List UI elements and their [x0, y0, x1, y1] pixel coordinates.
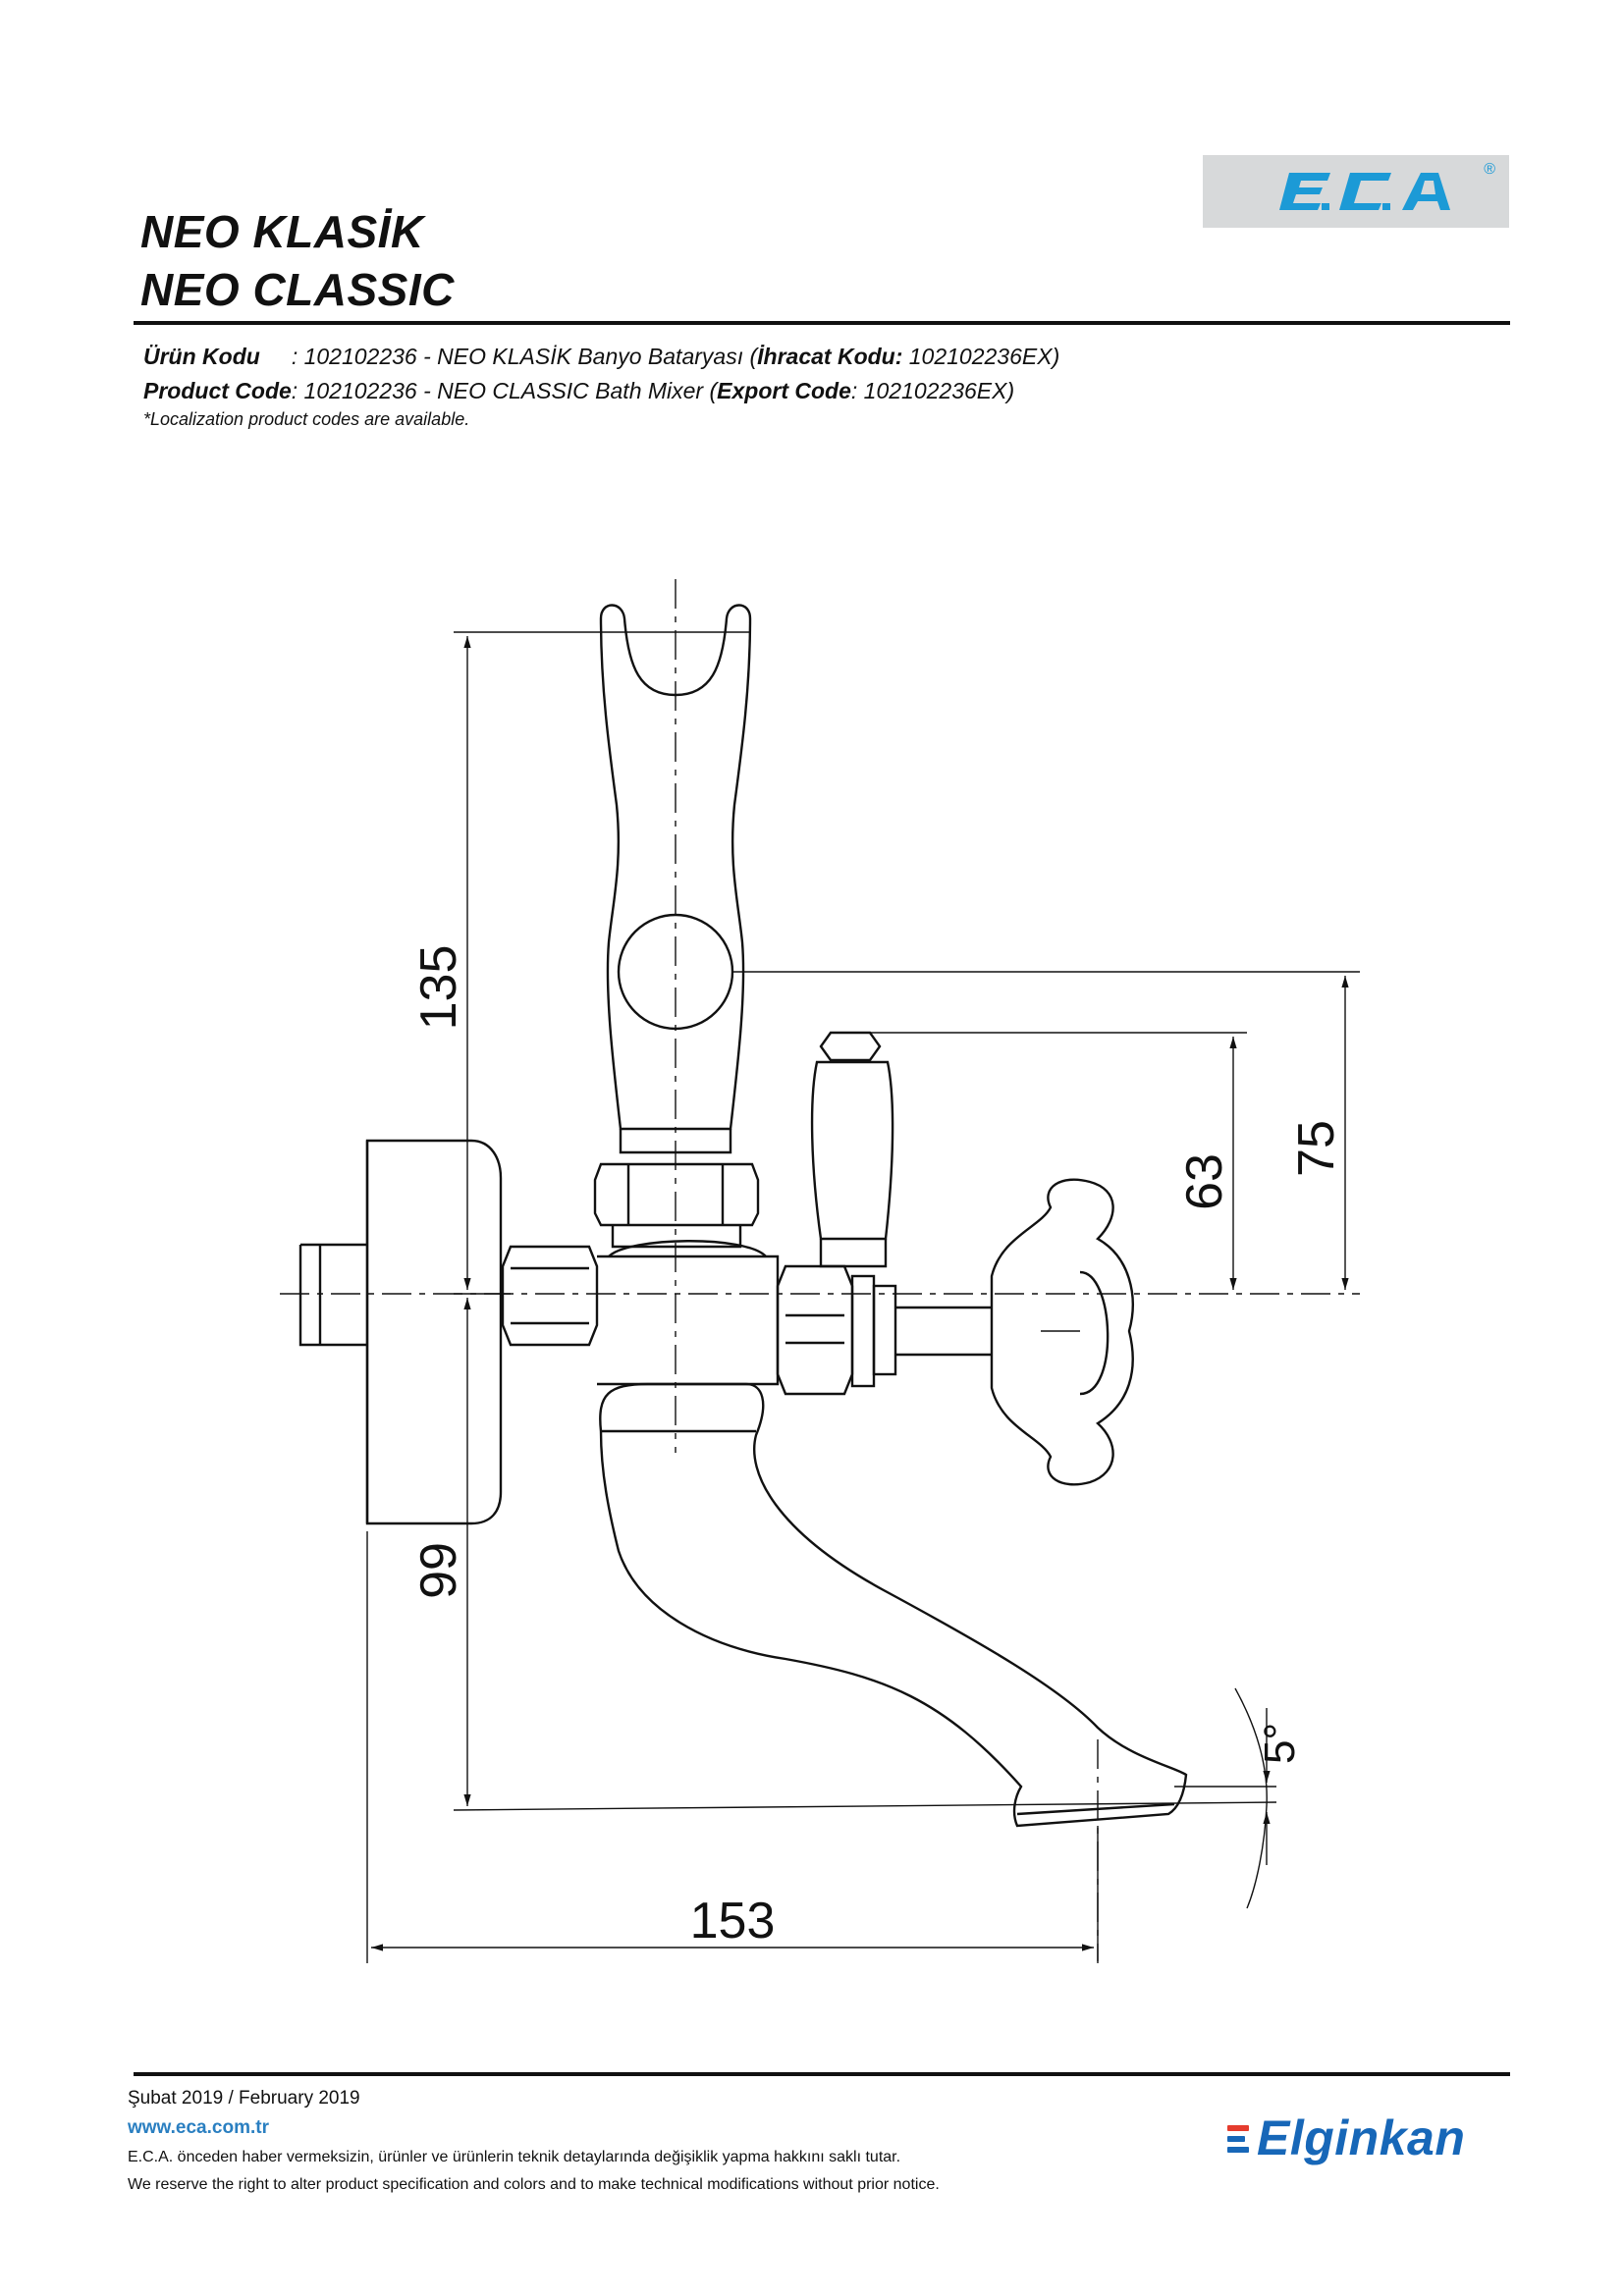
- header-divider: [134, 321, 1510, 325]
- faucet-outline: [280, 579, 1360, 1961]
- dimension-lines: [366, 631, 1360, 1963]
- registered-mark: ®: [1484, 161, 1495, 178]
- export-code-en-label: Export Code: [717, 378, 851, 403]
- dim-153: 153: [690, 1893, 776, 1949]
- export-code-tr-value: 102102236EX): [902, 344, 1060, 369]
- elginkan-wordmark: Elginkan: [1257, 2110, 1466, 2165]
- dim-135: 135: [410, 945, 467, 1031]
- dim-75: 75: [1288, 1120, 1345, 1177]
- dim-63: 63: [1176, 1153, 1233, 1210]
- localization-note: *Localization product codes are availabl…: [143, 409, 470, 429]
- dim-99: 99: [410, 1542, 467, 1599]
- dim-5-degree: 5°: [1256, 1723, 1304, 1764]
- footer-disclaimer-en: We reserve the right to alter product sp…: [128, 2176, 940, 2193]
- product-title-tr: NEO KLASİK: [140, 206, 424, 257]
- product-code-en: Product Code: 102102236 - NEO CLASSIC Ba…: [143, 380, 1014, 402]
- footer-disclaimer-tr: E.C.A. önceden haber vermeksizin, ürünle…: [128, 2149, 901, 2165]
- product-code-en-label: Product Code: [143, 378, 292, 403]
- product-code-tr: Ürün Kodu : 102102236 - NEO KLASİK Banyo …: [143, 346, 1059, 368]
- footer-divider: [134, 2072, 1510, 2076]
- export-code-en-value: : 102102236EX): [850, 378, 1015, 403]
- elginkan-logo: Elginkan: [1227, 2113, 1522, 2172]
- eca-logo-mark: [1279, 173, 1450, 210]
- eca-logo: ®: [1203, 155, 1509, 228]
- elginkan-stripes-icon: [1227, 2125, 1251, 2158]
- dimension-labels: 135 99 63 75 153 5°: [410, 945, 1345, 1949]
- export-code-tr-label: İhracat Kodu:: [757, 344, 903, 369]
- product-code-tr-label: Ürün Kodu: [143, 344, 260, 369]
- footer-date: Şubat 2019 / February 2019: [128, 2088, 360, 2109]
- product-code-en-text: : 102102236 - NEO CLASSIC Bath Mixer (: [291, 378, 718, 403]
- product-code-tr-text: : 102102236 - NEO KLASİK Banyo Bataryası…: [291, 344, 758, 369]
- product-title-en: NEO CLASSIC: [140, 264, 455, 315]
- footer-website-link[interactable]: www.eca.com.tr: [128, 2117, 269, 2138]
